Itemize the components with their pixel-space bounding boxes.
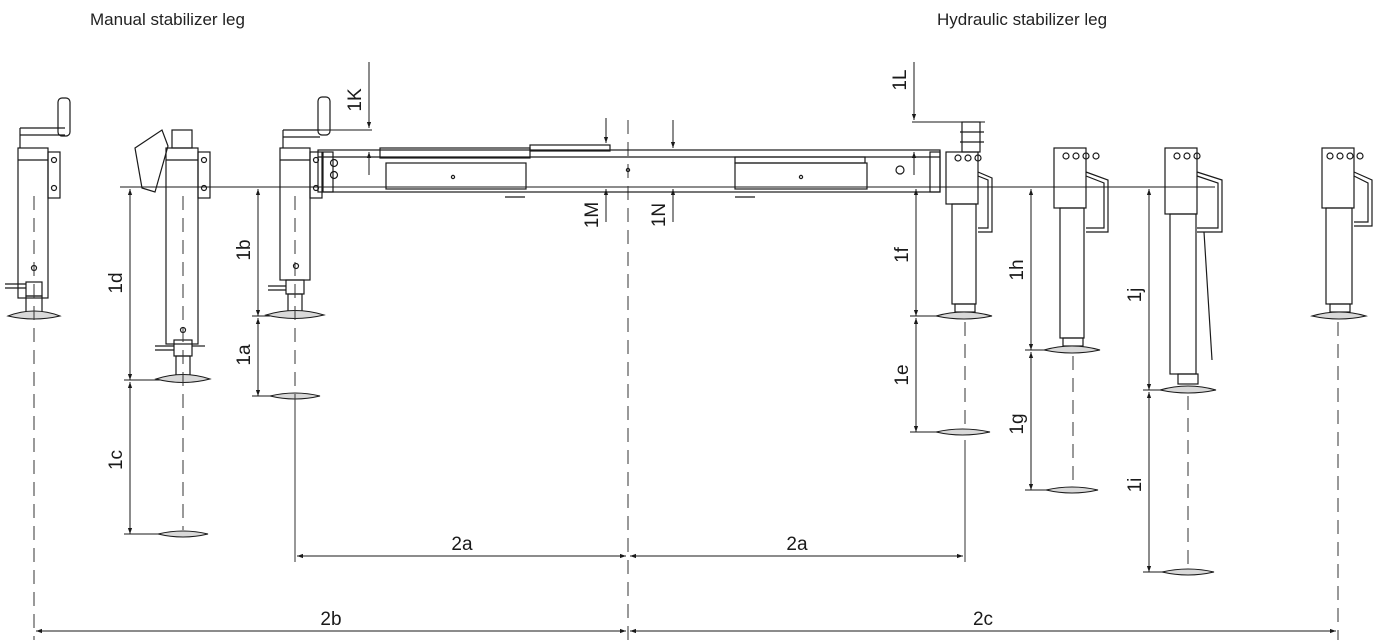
dim-label-1d: 1d bbox=[106, 272, 127, 293]
dim-label-1h: 1h bbox=[1007, 259, 1028, 280]
dim-label-1i: 1i bbox=[1125, 478, 1146, 493]
dim-label-1K: 1K bbox=[345, 88, 366, 112]
hydraulic-leg-extended-e bbox=[935, 121, 993, 436]
dim-label-1g: 1g bbox=[1007, 413, 1028, 434]
dim-label-1M: 1M bbox=[582, 202, 603, 228]
hydraulic-leg-extended-i bbox=[1159, 147, 1223, 576]
hydraulic-leg-extended-g bbox=[1043, 147, 1109, 494]
manual-leg-extended-a bbox=[264, 96, 331, 400]
frame-beam bbox=[317, 144, 941, 198]
dim-label-1j: 1j bbox=[1125, 288, 1146, 303]
dim-label-1b: 1b bbox=[234, 239, 255, 260]
hydraulic-leg-retracted bbox=[1310, 147, 1373, 640]
dim-label-1a: 1a bbox=[234, 344, 255, 366]
manual-leg-heading: Manual stabilizer leg bbox=[90, 10, 245, 29]
vertical-dimensions bbox=[124, 62, 1164, 573]
manual-leg-outer bbox=[5, 97, 71, 640]
dim-label-1f: 1f bbox=[892, 246, 913, 263]
dim-label-2b: 2b bbox=[320, 609, 341, 630]
dim-label-1c: 1c bbox=[106, 450, 127, 470]
manual-leg-extended-c bbox=[134, 129, 212, 538]
dim-label-1L: 1L bbox=[890, 69, 911, 90]
dim-label-1N: 1N bbox=[649, 203, 670, 227]
dim-label-1e: 1e bbox=[892, 364, 913, 385]
dim-label-2a-left: 2a bbox=[451, 534, 473, 555]
hydraulic-leg-heading: Hydraulic stabilizer leg bbox=[937, 10, 1108, 29]
dim-label-2c: 2c bbox=[973, 609, 993, 630]
horizontal-dimensions bbox=[36, 400, 1336, 634]
dim-label-2a-right: 2a bbox=[786, 534, 808, 555]
